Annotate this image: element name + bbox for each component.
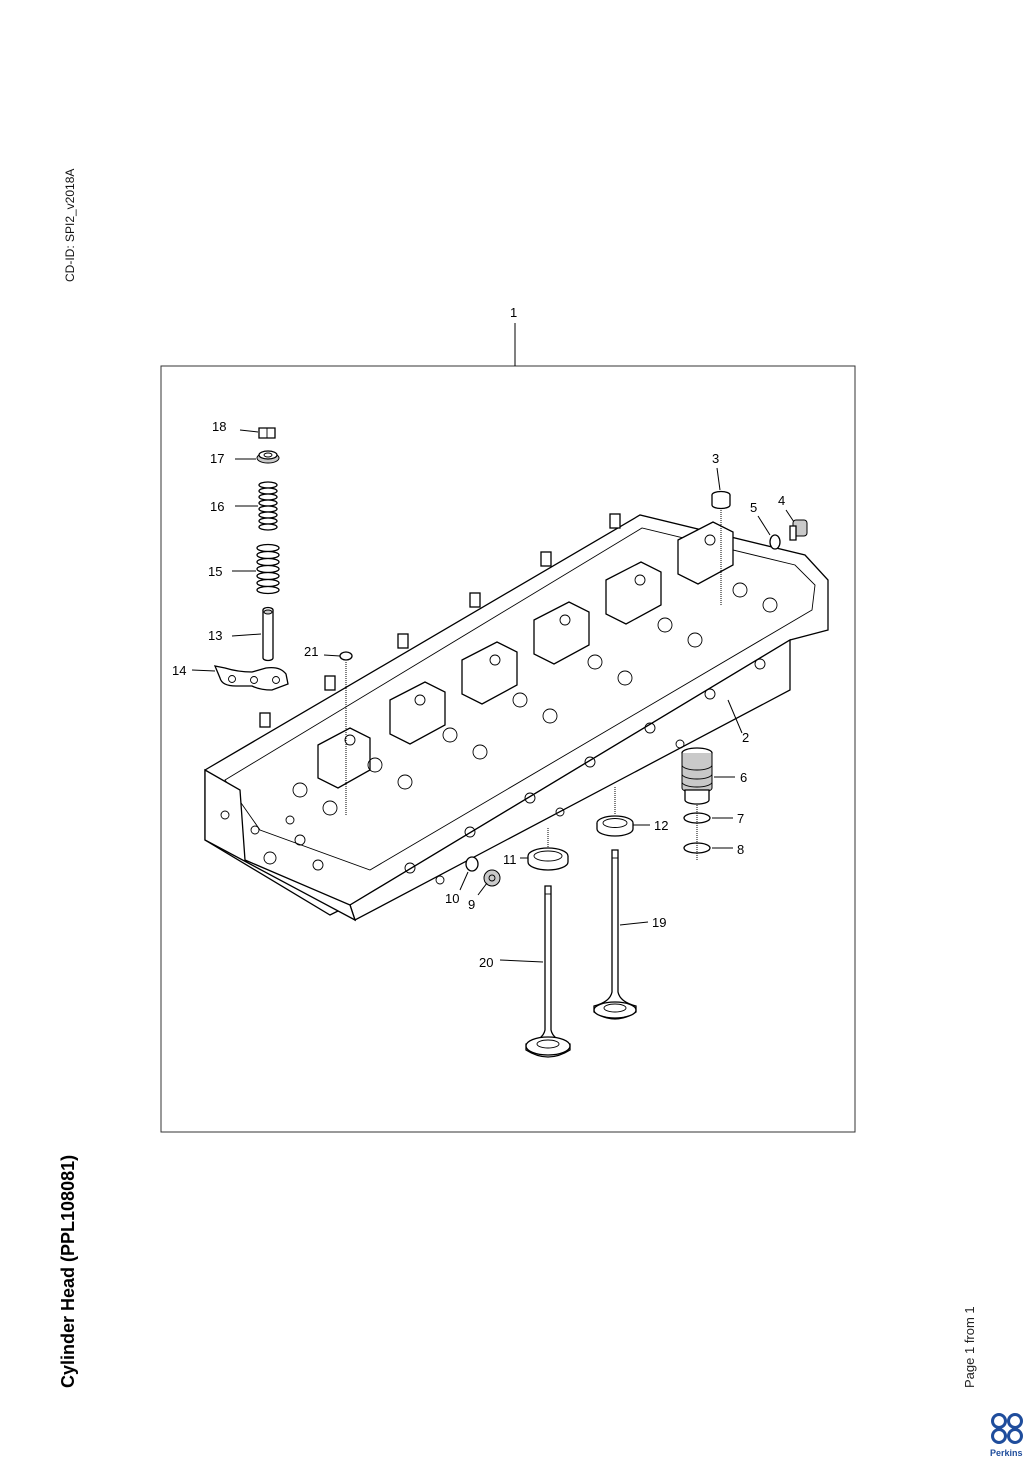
page-indicator: Page 1 from 1 bbox=[962, 1306, 977, 1388]
nozzle-sleeve-6 bbox=[681, 747, 713, 805]
o-ring-21 bbox=[339, 651, 353, 661]
callout-1: 1 bbox=[510, 305, 517, 320]
callout-21: 21 bbox=[304, 644, 318, 659]
callout-12: 12 bbox=[654, 818, 668, 833]
valve-seat-12 bbox=[596, 815, 634, 837]
callout-18: 18 bbox=[212, 419, 226, 434]
page-title: Cylinder Head (PPL108081) bbox=[58, 1154, 78, 1388]
callout-19: 19 bbox=[652, 915, 666, 930]
diagram-frame bbox=[160, 365, 856, 1133]
callout-8: 8 bbox=[737, 842, 744, 857]
callout-14: 14 bbox=[172, 663, 186, 678]
plug-4 bbox=[789, 519, 808, 541]
callout-15: 15 bbox=[208, 564, 222, 579]
callout-20: 20 bbox=[479, 955, 493, 970]
collets-18 bbox=[258, 427, 276, 439]
spring-cap-17 bbox=[256, 450, 280, 464]
valve-19 bbox=[593, 849, 637, 1020]
o-ring-5 bbox=[769, 534, 781, 550]
callout-17: 17 bbox=[210, 451, 224, 466]
callout-9: 9 bbox=[468, 897, 475, 912]
callout-2: 2 bbox=[742, 730, 749, 745]
callout-6: 6 bbox=[740, 770, 747, 785]
callout-7: 7 bbox=[737, 811, 744, 826]
valve-spring-16 bbox=[258, 481, 278, 531]
perkins-logo-icon bbox=[991, 1413, 1023, 1444]
plug-9 bbox=[483, 869, 501, 887]
callout-4: 4 bbox=[778, 493, 785, 508]
sleeve-3 bbox=[711, 490, 731, 510]
bracket-14 bbox=[213, 665, 289, 691]
callout-10: 10 bbox=[445, 891, 459, 906]
callout-13: 13 bbox=[208, 628, 222, 643]
cd-id-label: CD-ID: SPI2_v2018A bbox=[63, 168, 77, 282]
cylinder-head bbox=[204, 513, 829, 922]
callout-16: 16 bbox=[210, 499, 224, 514]
brand-name: Perkins bbox=[990, 1448, 1023, 1458]
o-ring-10 bbox=[465, 856, 479, 872]
valve-guide-13 bbox=[262, 606, 274, 662]
valve-spring-15 bbox=[256, 543, 280, 595]
callout-5: 5 bbox=[750, 500, 757, 515]
valve-seat-11 bbox=[527, 847, 569, 871]
valve-20 bbox=[525, 885, 571, 1058]
callout-3: 3 bbox=[712, 451, 719, 466]
callout-11: 11 bbox=[503, 852, 517, 867]
